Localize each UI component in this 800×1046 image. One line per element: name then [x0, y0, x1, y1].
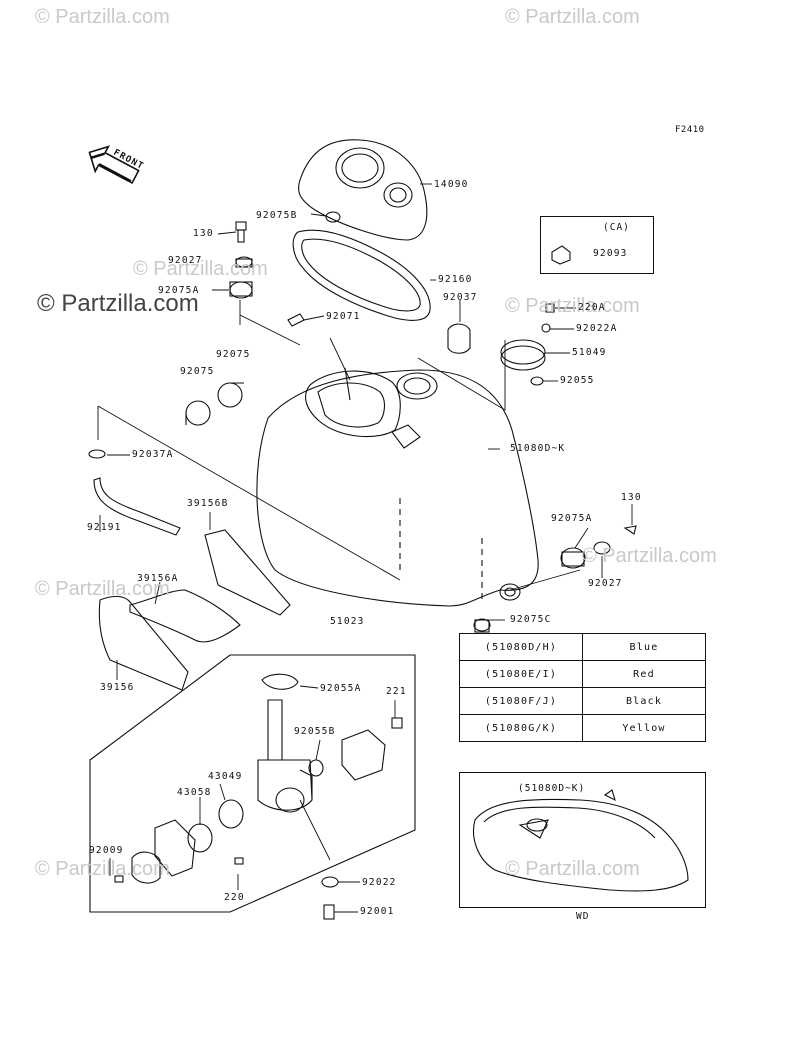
ca-title: (CA) — [603, 222, 630, 233]
color-code: (51080F/J) — [459, 687, 583, 715]
wd-box: (51080D~K) — [459, 772, 706, 908]
callout-39156a[interactable]: 39156A — [137, 573, 179, 584]
callout-130-top[interactable]: 130 — [193, 228, 214, 239]
callout-51080d-k[interactable]: 51080D~K — [510, 443, 566, 454]
callout-92037a[interactable]: 92037A — [132, 449, 174, 460]
callout-92075a-top[interactable]: 92075A — [158, 285, 200, 296]
figure-code: F2410 — [675, 125, 705, 135]
color-code: (51080E/I) — [459, 660, 583, 688]
table-row: (51080E/I) Red — [459, 660, 706, 688]
callout-220[interactable]: 220 — [224, 892, 245, 903]
watermark-small-5: © Partzilla.com — [35, 578, 170, 600]
callout-92022[interactable]: 92022 — [362, 877, 397, 888]
color-table: (51080D/H) Blue (51080E/I) Red (51080F/J… — [459, 633, 706, 742]
ca-box: (CA) 92093 — [540, 216, 654, 274]
callout-92022a[interactable]: 92022A — [576, 323, 618, 334]
callout-130-right[interactable]: 130 — [621, 492, 642, 503]
callout-43058[interactable]: 43058 — [177, 787, 212, 798]
callout-92027-right[interactable]: 92027 — [588, 578, 623, 589]
callout-92001[interactable]: 92001 — [360, 906, 395, 917]
callout-92009[interactable]: 92009 — [89, 845, 124, 856]
watermark-small-6: © Partzilla.com — [582, 545, 717, 567]
callout-92055[interactable]: 92055 — [560, 375, 595, 386]
leader-lines — [97, 183, 633, 913]
callout-92075c[interactable]: 92075C — [510, 614, 552, 625]
callout-39156[interactable]: 39156 — [100, 682, 135, 693]
callout-51049[interactable]: 51049 — [572, 347, 607, 358]
callout-39156b[interactable]: 39156B — [187, 498, 229, 509]
callout-92160[interactable]: 92160 — [438, 274, 473, 285]
callout-92055b[interactable]: 92055B — [294, 726, 336, 737]
callout-14090[interactable]: 14090 — [434, 179, 469, 190]
callout-221[interactable]: 221 — [386, 686, 407, 697]
callout-92075-right[interactable]: 92075 — [216, 349, 251, 360]
color-name: Blue — [582, 633, 706, 661]
bolt-130-top — [235, 221, 247, 243]
watermark-small-3: © Partzilla.com — [133, 258, 268, 280]
callout-92075-left[interactable]: 92075 — [180, 366, 215, 377]
callout-92093[interactable]: 92093 — [593, 248, 628, 259]
callout-220a[interactable]: 220A — [578, 302, 606, 313]
tank-console — [297, 139, 428, 241]
color-name: Black — [582, 687, 706, 715]
watermark-small-7: © Partzilla.com — [35, 858, 170, 880]
callout-92071[interactable]: 92071 — [326, 311, 361, 322]
color-code: (51080D/H) — [459, 633, 583, 661]
front-arrow-icon — [88, 145, 140, 185]
callout-92055a[interactable]: 92055A — [320, 683, 362, 694]
callout-92037[interactable]: 92037 — [443, 292, 478, 303]
callout-92075a-right[interactable]: 92075A — [551, 513, 593, 524]
color-name: Yellow — [582, 714, 706, 742]
watermark-small-1: © Partzilla.com — [35, 6, 170, 28]
callout-92191[interactable]: 92191 — [87, 522, 122, 533]
watermark-small-8: © Partzilla.com — [505, 858, 640, 880]
color-code: (51080G/K) — [459, 714, 583, 742]
table-row: (51080G/K) Yellow — [459, 714, 706, 742]
watermark-small-2: © Partzilla.com — [505, 6, 640, 28]
fuel-tank — [256, 367, 539, 607]
table-row: (51080F/J) Black — [459, 687, 706, 715]
callout-92075b[interactable]: 92075B — [256, 210, 298, 221]
watermark-small-4: © Partzilla.com — [505, 295, 640, 317]
callout-43049[interactable]: 43049 — [208, 771, 243, 782]
table-row: (51080D/H) Blue — [459, 633, 706, 661]
wd-caption: WD — [576, 911, 590, 922]
callout-92027-top[interactable]: 92027 — [168, 255, 203, 266]
callout-51023[interactable]: 51023 — [330, 616, 365, 627]
wd-part-code: (51080D~K) — [518, 783, 586, 794]
console-gasket — [292, 229, 431, 321]
color-name: Red — [582, 660, 706, 688]
watermark-large: © Partzilla.com — [37, 290, 199, 317]
